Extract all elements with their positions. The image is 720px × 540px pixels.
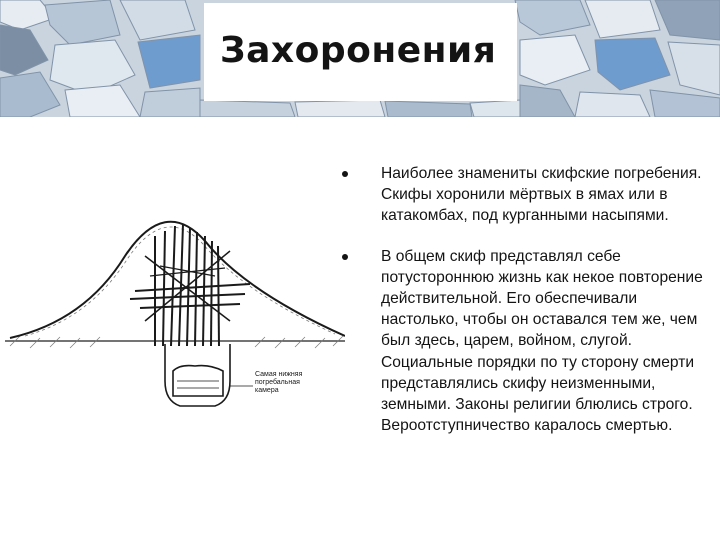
burial-chamber xyxy=(164,344,253,407)
bullet-text: Наиболее знамениты скифские погребения. … xyxy=(381,165,702,225)
bullet-text: В общем скиф представлял себе потусторон… xyxy=(381,247,703,435)
bullet-item: В общем скиф представлял себе потусторон… xyxy=(338,246,713,437)
bullet-icon xyxy=(342,253,348,260)
figure-caption: Самая нижняя погребальная камера xyxy=(255,371,304,394)
bullet-item: Наиболее знамениты скифские погребения. … xyxy=(338,163,713,227)
page-title: Захоронения xyxy=(220,30,497,71)
bullet-icon xyxy=(342,171,348,177)
title-box xyxy=(204,3,517,101)
header-banner: Захоронения xyxy=(0,0,720,117)
wooden-structure xyxy=(129,223,251,347)
ground-hatching xyxy=(5,335,345,349)
bullet-list: Наиболее знамениты скифские погребения. … xyxy=(338,163,713,455)
burial-mound-diagram: Самая нижняя погребальная камера xyxy=(5,196,346,426)
mound-outline xyxy=(9,220,346,339)
